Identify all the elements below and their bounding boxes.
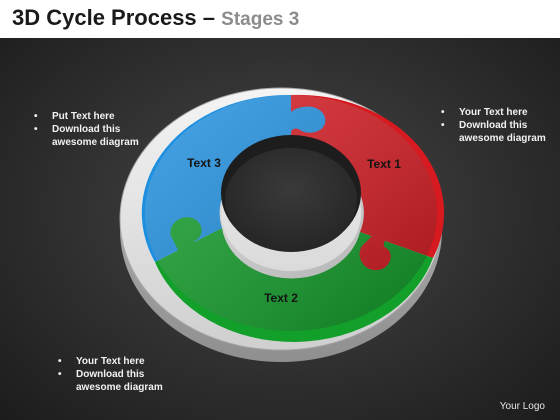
bullet-list-right: Your Text here Download this awesome dia… <box>441 106 556 145</box>
center-hole <box>225 148 357 252</box>
bullet-item: Your Text here <box>58 355 188 368</box>
header-bar: 3D Cycle Process – Stages 3 <box>0 0 560 38</box>
bullet-item: Put Text here <box>34 110 164 123</box>
bullet-list-left: Put Text here Download this awesome diag… <box>34 110 164 149</box>
bullet-item: Download this awesome diagram <box>441 119 556 145</box>
segment-label-text-3: Text 3 <box>187 156 221 170</box>
title-separator: – <box>196 5 222 30</box>
bullet-item: Download this awesome diagram <box>34 123 164 149</box>
title-main: 3D Cycle Process <box>12 5 197 30</box>
segment-label-text-2: Text 2 <box>264 291 298 305</box>
bullet-item: Your Text here <box>441 106 556 119</box>
bullet-list-bottom: Your Text here Download this awesome dia… <box>58 355 188 394</box>
page-title: 3D Cycle Process – Stages 3 <box>12 5 299 31</box>
title-subtitle: Stages 3 <box>221 9 300 30</box>
logo-text: Your Logo <box>499 401 545 412</box>
ring-segments <box>141 94 445 342</box>
segment-shading <box>144 95 437 331</box>
bullet-item: Download this awesome diagram <box>58 368 188 394</box>
segment-label-text-1: Text 1 <box>367 157 401 171</box>
